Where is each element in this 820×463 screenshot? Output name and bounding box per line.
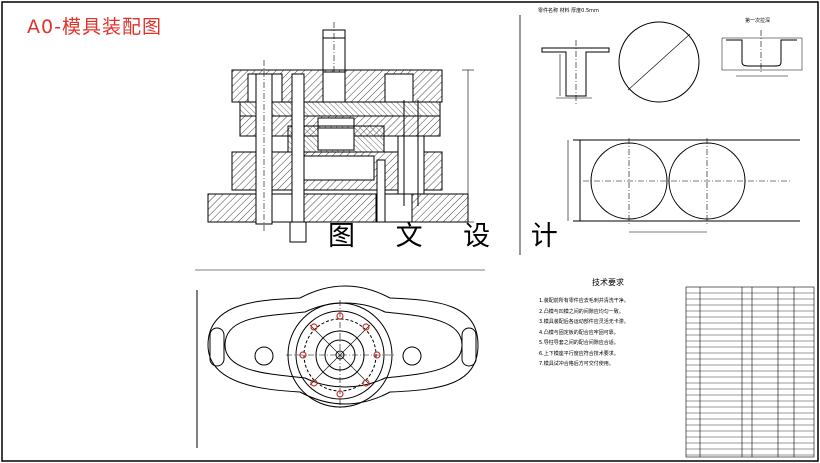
tech-note: 4.凸模与固定板的配合应牢固可靠。 bbox=[539, 329, 619, 336]
first-draw-caption: 第一次拉深 bbox=[745, 18, 771, 24]
tech-requirements-list: 1.装配前所有零件应去毛刺并清洗干净。 2.凸模与凹模之间的间隙应均匀一致。 3… bbox=[539, 296, 685, 370]
parts-list-table bbox=[685, 286, 815, 458]
strip-layout bbox=[567, 138, 800, 233]
table-rows bbox=[686, 292, 814, 456]
assembly-section-view bbox=[207, 22, 474, 243]
tech-note: 5.导柱导套之间的配合间隙应合适。 bbox=[539, 340, 619, 346]
watermark-text: 图 文 设 计 bbox=[328, 221, 574, 252]
tech-note: 6.上下模座平行度应符合技术要求。 bbox=[539, 350, 619, 357]
drawing-title: A0-模具装配图 bbox=[27, 16, 162, 38]
plan-view bbox=[195, 269, 485, 448]
part-drawing bbox=[541, 21, 803, 104]
tech-note: 2.凸模与凹模之间的间隙应均匀一致。 bbox=[539, 308, 624, 315]
part-caption: 零件名称 材料 厚度0.5mm bbox=[538, 8, 599, 14]
tech-note: 1.装配前所有零件应去毛刺并清洗干净。 bbox=[539, 298, 629, 304]
screw-holes bbox=[299, 312, 381, 398]
tech-requirements-title: 技术要求 bbox=[592, 278, 624, 287]
tech-note: 7.模具试冲合格后方可交付使用。 bbox=[539, 361, 614, 367]
tech-note: 3.模具装配后各运动部件应灵活无卡滞。 bbox=[539, 319, 629, 325]
